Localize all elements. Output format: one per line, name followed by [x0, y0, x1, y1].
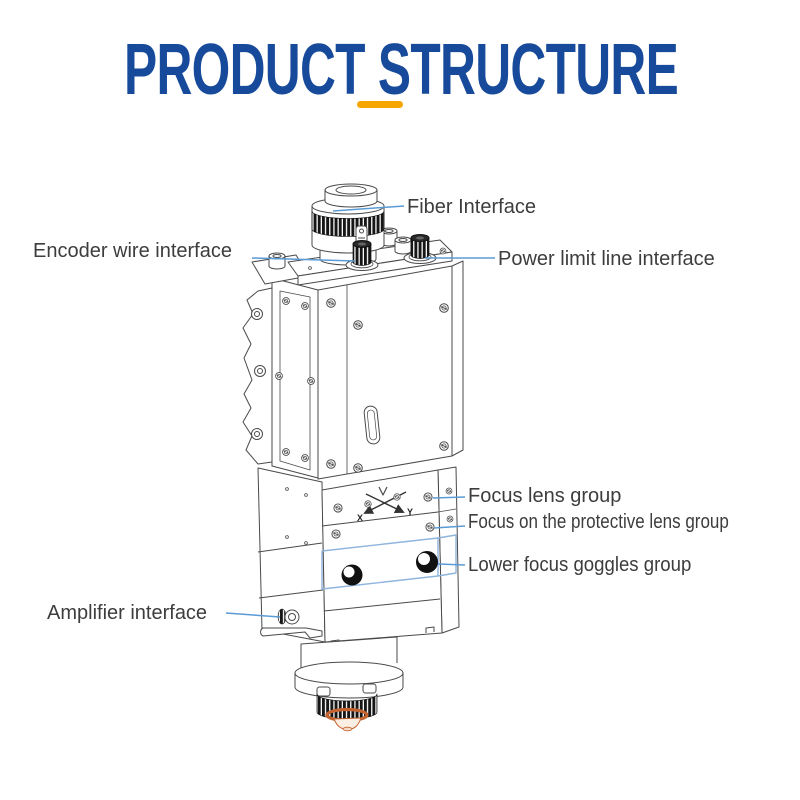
fiber-interface-part	[311, 183, 385, 266]
oval-slot	[363, 405, 381, 445]
leader-lines	[225, 205, 495, 618]
encoder-connector	[345, 240, 379, 271]
focus-lens-section	[331, 486, 435, 539]
page-title: PRODUCT STRUCTURE	[124, 30, 679, 110]
y-axis-arrow	[365, 493, 405, 513]
power-limit-connector	[403, 234, 437, 264]
amplifier-connector	[260, 608, 323, 639]
callout-fiber-interface: Fiber Interface	[407, 196, 536, 218]
callout-focus-lens-group: Focus lens group	[468, 485, 622, 507]
x-axis-label: X	[357, 513, 363, 523]
leader-focus-lens	[432, 496, 466, 499]
leader-encoder	[251, 257, 356, 262]
callout-encoder-wire-interface: Encoder wire interface	[33, 240, 232, 262]
lower-left-panel	[257, 467, 326, 643]
nozzle-assembly	[294, 636, 404, 732]
goggles-knob	[341, 564, 363, 586]
leader-lower-goggles	[437, 563, 466, 566]
leader-amplifier	[225, 612, 281, 618]
callout-protective-lens-group: Focus on the protective lens group	[468, 511, 729, 533]
lens-column	[321, 466, 460, 646]
main-body	[317, 260, 464, 480]
callout-amplifier-interface: Amplifier interface	[47, 602, 208, 624]
y-axis-label: Y	[407, 507, 413, 517]
goggles-knob	[416, 551, 438, 573]
mounting-bracket	[242, 287, 273, 465]
lower-goggles-band	[321, 534, 457, 590]
leader-protective-lens	[433, 525, 466, 529]
callout-lower-goggles-group: Lower focus goggles group	[468, 554, 692, 576]
side-panel	[271, 277, 319, 479]
title-underline-accent	[357, 101, 403, 108]
leader-fiber	[332, 205, 405, 212]
callout-power-limit-line-interface: Power limit line interface	[498, 248, 715, 270]
